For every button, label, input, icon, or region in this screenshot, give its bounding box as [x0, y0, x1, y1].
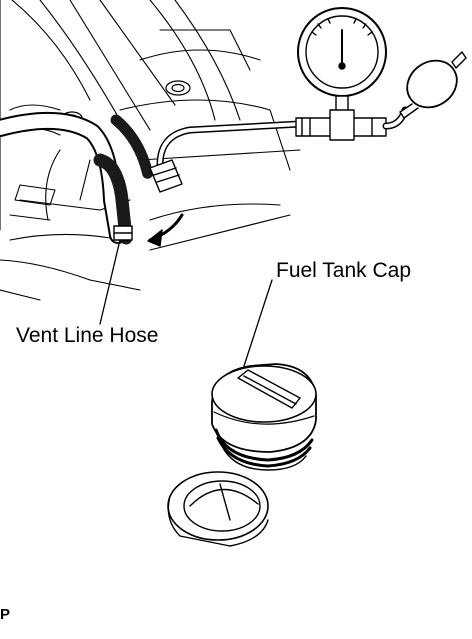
disconnect-arrow [148, 215, 182, 246]
figure-code: P [0, 606, 11, 623]
pump-bulb [386, 51, 466, 126]
leader-lines [100, 240, 272, 366]
fuel-tank-cap-label: Fuel Tank Cap [276, 259, 412, 282]
pressure-gauge [296, 8, 386, 140]
vent-line-hose-label: Vent Line Hose [16, 324, 159, 347]
fuel-tank-inlet [168, 472, 268, 546]
vent-line-hose [0, 120, 148, 240]
vehicle-body-outline [0, 0, 300, 300]
gauge-tubing [150, 124, 300, 192]
fuel-tank-cap [212, 364, 316, 470]
